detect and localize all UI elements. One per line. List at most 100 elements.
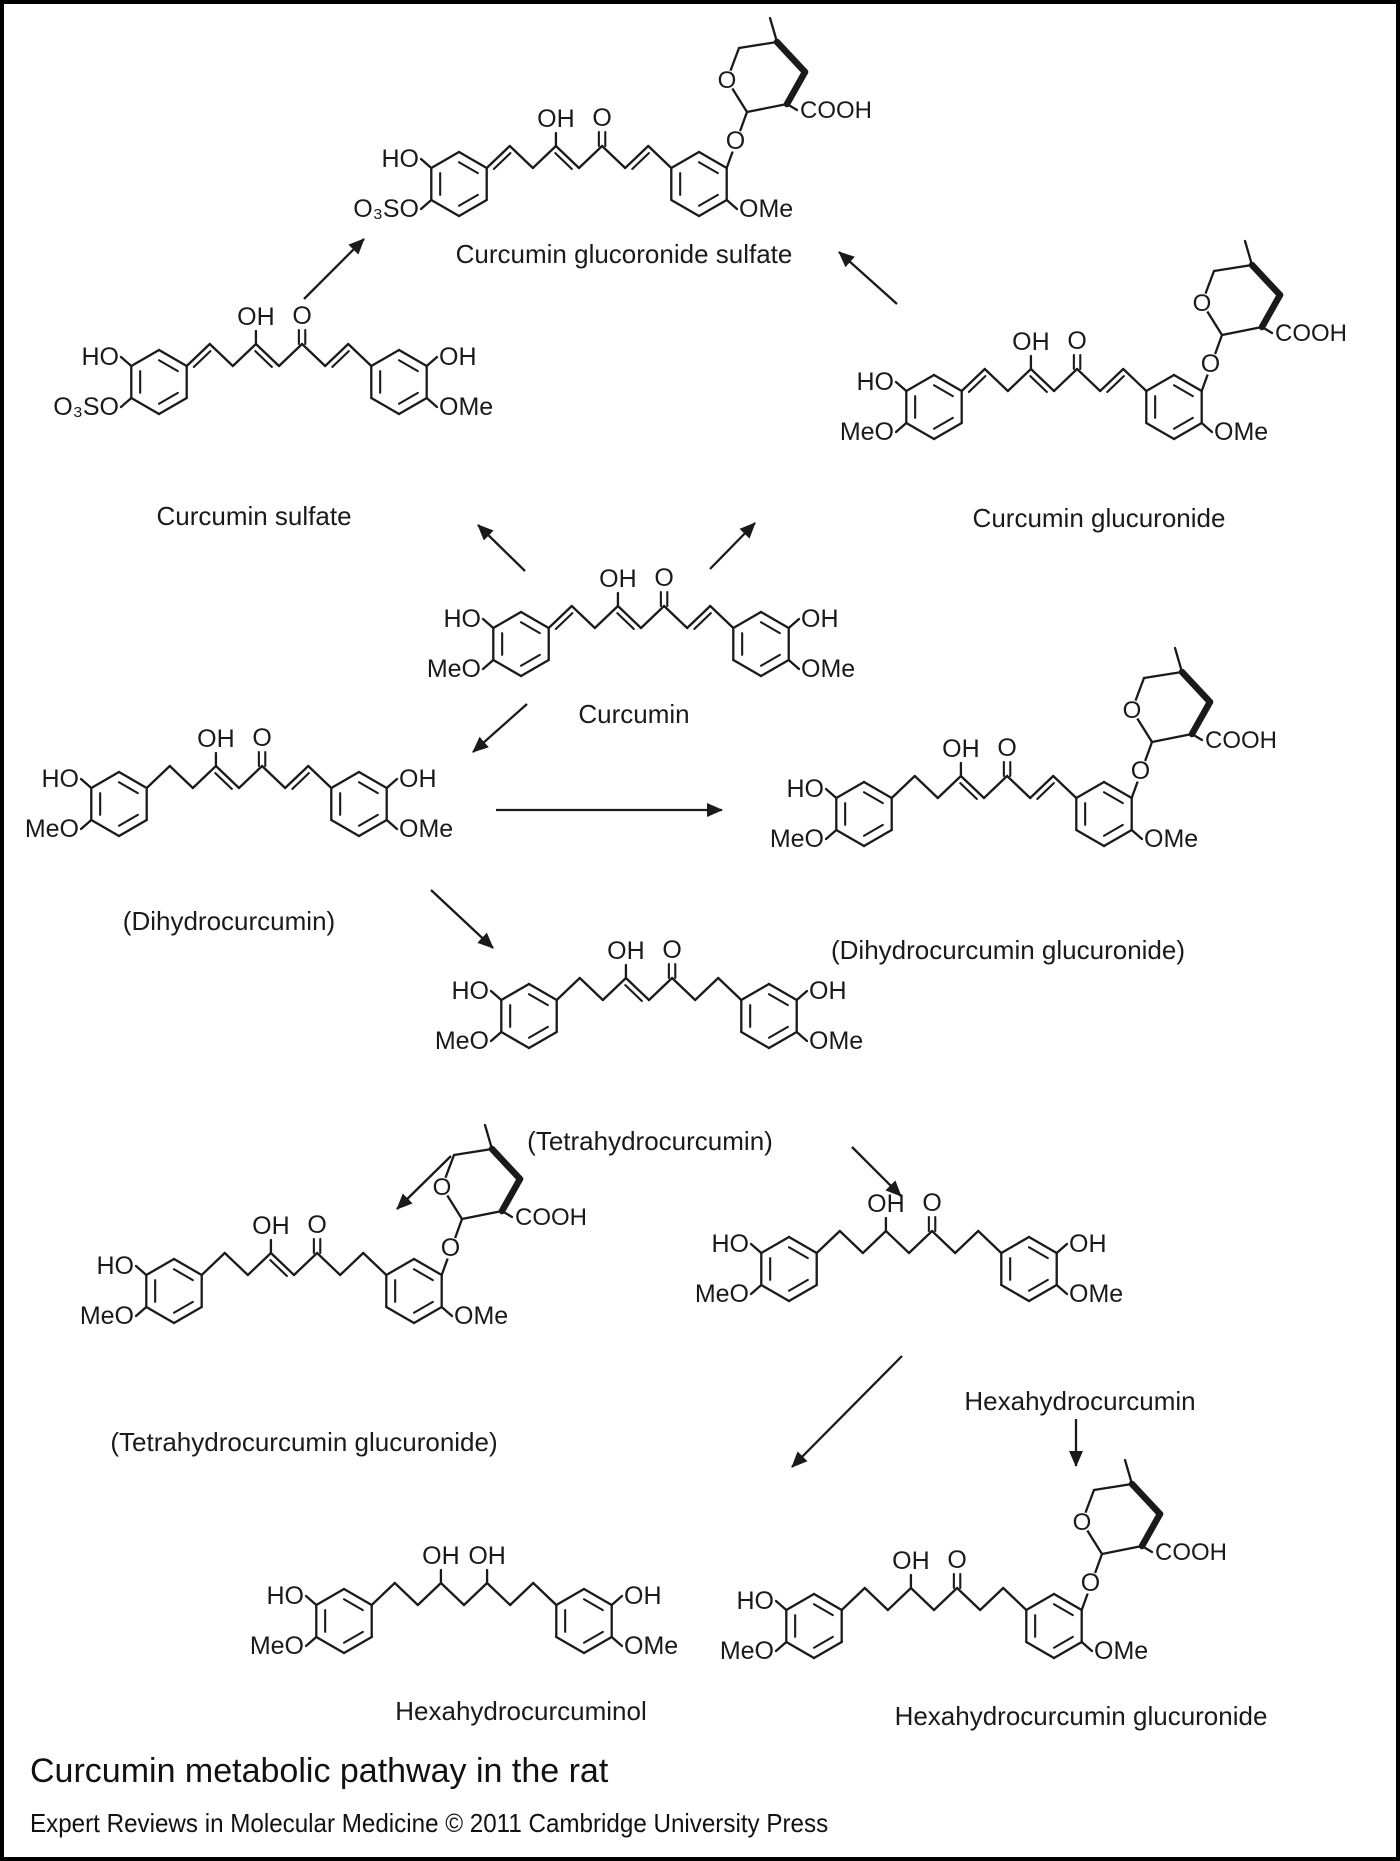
compound-label-tetrahydrocurcumin: (Tetrahydrocurcumin) <box>527 1126 773 1156</box>
ring-substituent-label: OH <box>801 605 839 633</box>
chain-substituent-label: OH <box>892 1547 930 1575</box>
arrows-layer <box>303 238 1083 1468</box>
ring-substituent-label: MeO <box>435 1027 489 1055</box>
chain-substituent-label: OH <box>422 1542 460 1570</box>
ether-oxygen-label: O <box>441 1234 460 1262</box>
arrow-curcumin-to-curcumin-sulfate <box>477 524 526 572</box>
ring-substituent-label: OMe <box>454 1302 508 1330</box>
compound-label-curcumin-sulfate: Curcumin sulfate <box>156 501 352 531</box>
figure-title: Curcumin metabolic pathway in the rat <box>30 1752 609 1790</box>
sugar-ring-oxygen-label: O <box>1073 1509 1092 1536</box>
ring-substituent-label: MeO <box>840 418 894 446</box>
ring-substituent-label: MeO <box>695 1280 749 1308</box>
structure-hexahydrocurcuminol: OH OH HO MeO OH OMe <box>250 1542 678 1660</box>
glucuronide-group: O O COOH <box>717 16 872 170</box>
arrow-tetrahydrocurcumin-to-tetrahydrocurcumin-glucuronide <box>396 1155 452 1210</box>
arrow-curcumin-to-dihydrocurcumin <box>472 703 528 753</box>
compound-label-hexahydrocurcuminol: Hexahydrocurcuminol <box>395 1696 647 1726</box>
ring-substituent-label: HO <box>97 1252 135 1280</box>
ring-substituent-label: HO <box>382 145 420 173</box>
sugar-ring-oxygen-label: O <box>1123 697 1142 724</box>
carboxyl-label: COOH <box>1155 1539 1227 1566</box>
ring-substituent-label: MeO <box>770 825 824 853</box>
ring-substituent-label: MeO <box>250 1632 304 1660</box>
chain-substituent-label: O <box>922 1189 941 1217</box>
ring-substituent-label: HO <box>42 765 80 793</box>
sugar-ring-oxygen-label: O <box>1193 290 1212 317</box>
ring-substituent-label: HO <box>712 1230 750 1258</box>
ring-substituent-label: OH <box>439 343 477 371</box>
arrow-tetrahydrocurcumin-to-hexahydrocurcumin <box>851 1146 902 1197</box>
ring-substituent-label: OMe <box>1094 1637 1148 1665</box>
structure-curcumin: OH O HO MeO OH OMe <box>427 564 855 683</box>
compound-label-hexahydrocurcumin: Hexahydrocurcumin <box>964 1386 1196 1416</box>
sugar-ring-oxygen-label: O <box>433 1174 452 1201</box>
ring-substituent-label: OMe <box>399 815 453 843</box>
ring-substituent-label: OMe <box>624 1632 678 1660</box>
ring-substituent-label: OMe <box>1214 418 1268 446</box>
chain-substituent-label: OH <box>607 937 645 965</box>
ring-substituent-label: HO <box>787 775 825 803</box>
chain-substituent-label: OH <box>197 725 235 753</box>
chain-substituent-label: OH <box>599 565 637 593</box>
chain-substituent-label: OH <box>252 1212 290 1240</box>
arrow-hexahydrocurcumin-to-hexahydrocurcuminol <box>791 1355 903 1468</box>
glucuronide-group: O O COOH <box>1122 646 1277 800</box>
ring-substituent-label: MeO <box>720 1637 774 1665</box>
chain-substituent-label: O <box>947 1546 966 1574</box>
ring-substituent-label: MeO <box>25 815 79 843</box>
ether-oxygen-label: O <box>1201 350 1220 378</box>
ether-oxygen-label: O <box>1131 757 1150 785</box>
ring-substituent-label: HO <box>82 343 120 371</box>
ring-substituent-label: HO <box>452 977 490 1005</box>
structure-dihydrocurcumin-glucuronide: OH O HO MeO O O COOH OMe <box>770 646 1277 853</box>
chain-substituent-label: O <box>654 564 673 592</box>
chain-substituent-label: O <box>307 1211 326 1239</box>
ring-substituent-label: OH <box>624 1582 662 1610</box>
compound-label-dihydrocurcumin: (Dihydrocurcumin) <box>122 906 336 936</box>
carboxyl-label: COOH <box>800 97 872 124</box>
ring-substituent-label: O₃SO <box>353 195 419 223</box>
ring-substituent-label: HO <box>444 605 482 633</box>
arrow-curcumin-glucuronide-to-curcumin-glucoronide-sulfate <box>838 251 898 305</box>
ring-substituent-label: HO <box>267 1582 305 1610</box>
carboxyl-label: COOH <box>1205 727 1277 754</box>
structure-curcumin-glucoronide-sulfate: OH O HO O₃SO O O COOH OMe <box>353 16 872 223</box>
ring-substituent-label: MeO <box>427 655 481 683</box>
compound-label-tetrahydrocurcumin-glucuronide: (Tetrahydrocurcumin glucuronide) <box>110 1427 498 1457</box>
ring-substituent-label: OH <box>1069 1230 1107 1258</box>
ring-substituent-label: OMe <box>1069 1280 1123 1308</box>
ring-substituent-label: OH <box>399 765 437 793</box>
compound-label-dihydrocurcumin-glucuronide: (Dihydrocurcumin glucuronide) <box>830 935 1186 965</box>
ring-substituent-label: OH <box>809 977 847 1005</box>
ether-oxygen-label: O <box>726 127 745 155</box>
compound-label-curcumin-glucuronide: Curcumin glucuronide <box>972 503 1226 533</box>
chain-substituent-label: OH <box>237 303 275 331</box>
chain-substituent-label: O <box>997 734 1016 762</box>
ring-substituent-label: OMe <box>801 655 855 683</box>
ring-substituent-label: OMe <box>1144 825 1198 853</box>
arrow-dihydrocurcumin-to-tetrahydrocurcumin <box>430 889 494 949</box>
chain-substituent-label: OH <box>942 735 980 763</box>
compound-label-curcumin: Curcumin <box>578 699 690 729</box>
sugar-ring-oxygen-label: O <box>718 67 737 94</box>
chain-substituent-label: O <box>292 302 311 330</box>
ring-substituent-label: OMe <box>439 393 493 421</box>
carboxyl-label: COOH <box>1275 320 1347 347</box>
glucuronide-group: O O COOH <box>1192 239 1347 393</box>
ring-substituent-label: OMe <box>739 195 793 223</box>
chain-substituent-label: OH <box>537 105 575 133</box>
ring-substituent-label: MeO <box>80 1302 134 1330</box>
figure-credit: Expert Reviews in Molecular Medicine © 2… <box>30 1808 829 1838</box>
chain-substituent-label: O <box>592 104 611 132</box>
chain-substituent-label: OH <box>468 1542 506 1570</box>
